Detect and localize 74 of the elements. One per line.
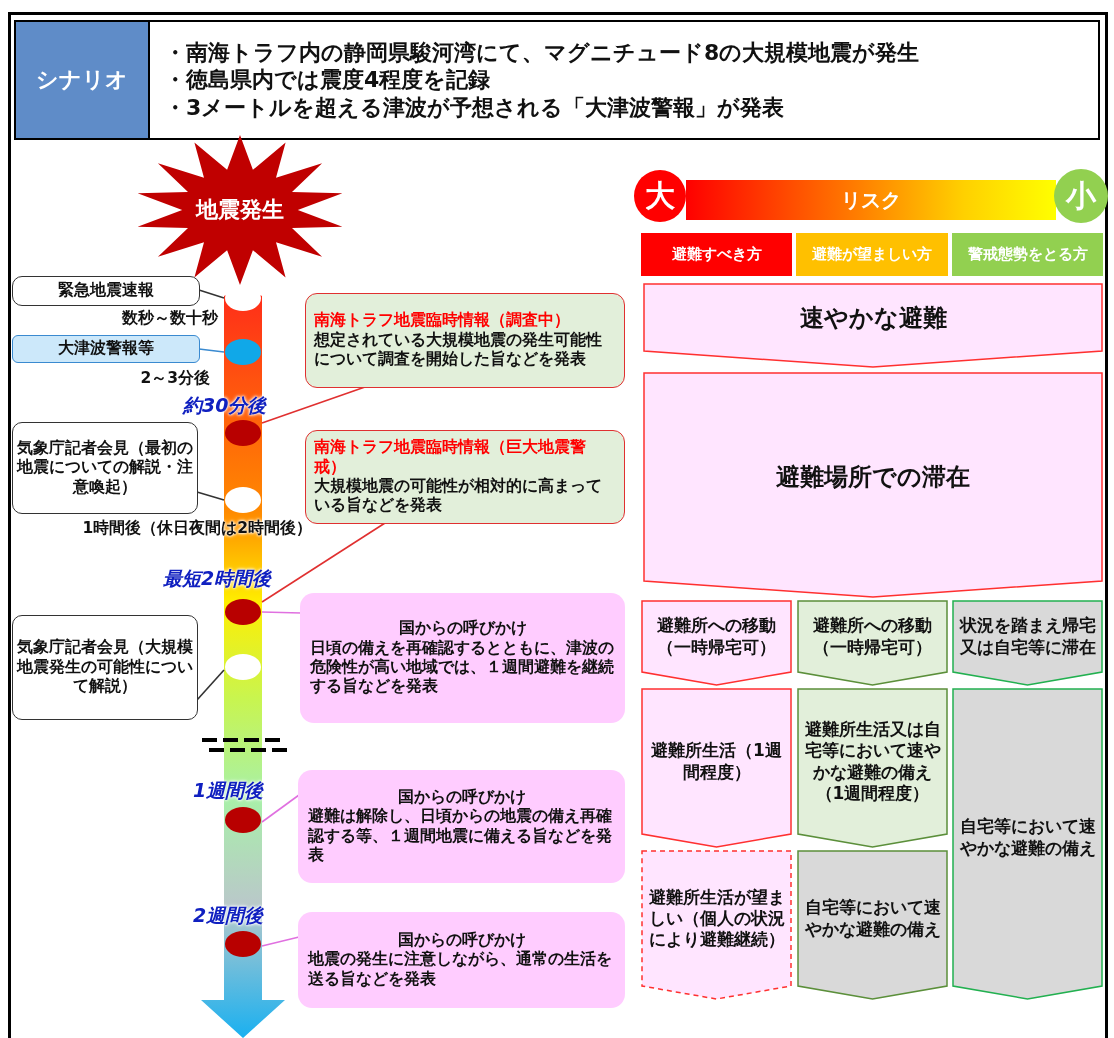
scenario-line: ・徳島県内では震度4程度を記録 bbox=[164, 66, 492, 94]
chevron-box bbox=[797, 850, 948, 1000]
chevron-box bbox=[643, 283, 1103, 368]
callout-box bbox=[300, 593, 625, 723]
node-text: 状況を踏まえ帰宅又は自宅等に滞在 bbox=[958, 615, 1097, 658]
callout-box bbox=[12, 276, 200, 306]
node-text: 大 bbox=[645, 177, 675, 215]
chevron-box bbox=[952, 688, 1103, 1000]
node-text: 地震の発生に注意しながら、通常の生活を送る旨などを発表 bbox=[308, 950, 613, 990]
node-text: 気象庁記者会見（大規模地震発生の可能性について解説） bbox=[17, 638, 193, 697]
risk-bar bbox=[686, 180, 1056, 220]
chevron-box bbox=[643, 372, 1103, 598]
column-header bbox=[796, 233, 948, 276]
node-text: 避難は解除し、日頃からの地震の備え再確認する等、１週間地震に備える旨などを発表 bbox=[308, 807, 613, 866]
node-text: シナリオ bbox=[36, 66, 128, 94]
callout-line bbox=[196, 491, 225, 501]
callout-box bbox=[305, 430, 625, 524]
node-text: 速やかな避難 bbox=[799, 302, 947, 333]
node-text: 避難場所での滞在 bbox=[776, 462, 970, 492]
node-text: 警戒態勢をとる方 bbox=[967, 245, 1088, 264]
chevron-box bbox=[641, 688, 792, 848]
callout-box bbox=[298, 912, 625, 1008]
chevron-box bbox=[641, 600, 792, 686]
chevron-box bbox=[641, 850, 792, 1000]
callout-line bbox=[198, 348, 225, 353]
node-text: 自宅等において速やかな避難の備え bbox=[958, 816, 1097, 859]
callout-heading: 国からの呼びかけ bbox=[396, 787, 527, 807]
node-text: 想定されている大規模地震の発生可能性について調査を開始した旨などを発表 bbox=[314, 330, 603, 370]
callout-box bbox=[12, 422, 198, 514]
node-text: 自宅等において速やかな避難の備え bbox=[803, 897, 942, 940]
callout-line bbox=[261, 611, 302, 614]
scenario-line: ・3メートルを超える津波が予想される「大津波警報」が発表 bbox=[164, 93, 786, 122]
callout-box bbox=[298, 770, 625, 883]
callout-heading: 国からの呼びかけ bbox=[396, 930, 527, 950]
node-text: 避難すべき方 bbox=[671, 245, 762, 264]
callout-box bbox=[12, 335, 200, 363]
callout-line bbox=[261, 522, 386, 603]
node-text: 気象庁記者会見（最初の地震についての解説・注意喚起） bbox=[17, 438, 193, 498]
node-text: 避難所生活（1週間程度） bbox=[650, 740, 783, 783]
node-text: リスク bbox=[841, 187, 901, 213]
chevron-box bbox=[952, 600, 1103, 686]
chevron-box bbox=[797, 600, 948, 686]
risk-circle bbox=[1054, 169, 1108, 223]
time-label: 1週間後 bbox=[193, 778, 264, 803]
callout-heading: 南海トラフ地震臨時情報（巨大地震警戒） bbox=[314, 438, 587, 477]
node-text: 大規模地震の可能性が相対的に高まっている旨などを発表 bbox=[314, 477, 603, 516]
node-text: 避難所生活又は自宅等において速やかな避難の備え（1週間程度） bbox=[803, 719, 942, 804]
column-header bbox=[952, 233, 1103, 276]
heading-box bbox=[14, 20, 150, 140]
node-text: 小 bbox=[1066, 177, 1096, 215]
risk-circle bbox=[634, 170, 686, 222]
scenario-line: ・南海トラフ内の静岡県駿河湾にて、マグニチュード8の大規模地震が発生 bbox=[164, 38, 921, 67]
chevron-box bbox=[797, 688, 948, 848]
callout-line bbox=[261, 936, 300, 947]
column-header bbox=[641, 233, 792, 276]
time-note: 2～3分後 bbox=[139, 368, 210, 389]
node-text: 避難所生活が望ましい（個人の状況により避難継続） bbox=[647, 886, 786, 951]
callout-line bbox=[261, 794, 300, 823]
callout-heading: 国からの呼びかけ bbox=[397, 619, 528, 639]
callout-box bbox=[12, 615, 198, 720]
scenario-box bbox=[150, 20, 1100, 140]
node-text: 地震発生 bbox=[196, 196, 284, 224]
callout-line bbox=[196, 669, 225, 701]
node-text: 避難所への移動（一時帰宅可） bbox=[812, 615, 933, 658]
node-text: 大津波警報等 bbox=[57, 339, 155, 359]
node-text: 避難が望ましい方 bbox=[812, 245, 932, 264]
node-text: 緊急地震速報 bbox=[57, 281, 155, 301]
callout-box bbox=[305, 293, 625, 388]
node-text: 避難所への移動（一時帰宅可） bbox=[656, 615, 777, 658]
node-text: 日頃の備えを再確認するとともに、津波の危険性が高い地域では、１週間避難を継続する旨などを発表 bbox=[310, 638, 615, 697]
callout-heading: 南海トラフ地震臨時情報（調査中） bbox=[314, 311, 571, 331]
time-label: 2週間後 bbox=[193, 903, 264, 928]
callout-line bbox=[198, 289, 225, 299]
time-note: 数秒～数十秒 bbox=[121, 308, 218, 329]
